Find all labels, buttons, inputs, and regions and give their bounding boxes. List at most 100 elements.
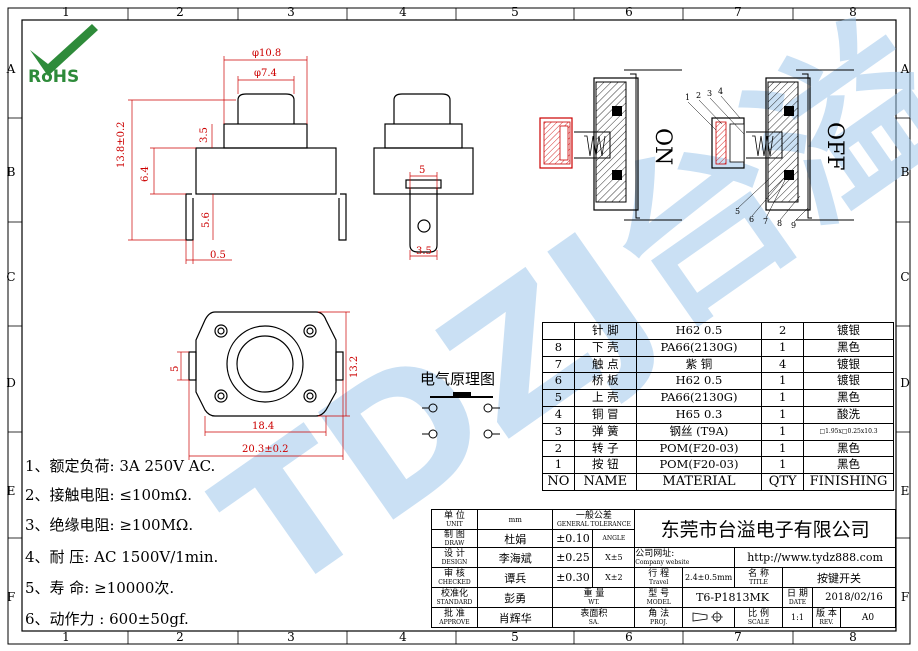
bom-cell-material: PA66(2130G) — [635, 338, 763, 357]
tb-drawn-value: 杜娟 — [476, 529, 554, 548]
dim-diameter-outer: φ10.8 — [252, 48, 281, 59]
grid-col-6: 6 — [625, 5, 633, 19]
bom-cell-finish: □1.95x□0.25x10.3 — [803, 422, 894, 441]
grid-row-a-right: A — [900, 62, 910, 76]
bom-cell-material: 钢丝 (T9A) — [635, 422, 763, 441]
bom-cell-no: 5 — [542, 389, 575, 407]
bom-cell-no: 8 — [542, 338, 575, 357]
bom-cell-qty: 1 — [761, 405, 805, 424]
grid-row-d: D — [6, 376, 16, 390]
bom-cell-name: 桥 板 — [573, 372, 637, 391]
top-dims — [177, 311, 350, 460]
grid-col-8: 8 — [849, 5, 857, 19]
grid-row-f: F — [6, 590, 16, 604]
bom-cell-qty: 4 — [761, 355, 805, 374]
bom-cell-material: MATERIAL — [635, 473, 763, 491]
bom-cell-no: NO — [542, 473, 575, 491]
bom-cell-finish: 镀银 — [803, 372, 894, 391]
callout-1: 1 — [685, 93, 690, 102]
tb-travel-value: 2.4±0.5mm — [682, 567, 736, 588]
dim-pin-slot: 5 — [170, 366, 181, 372]
spec-force: 6、动作力 : 600±50gf. — [25, 610, 189, 628]
grid-col-4-bottom: 4 — [399, 630, 407, 644]
grid-col-7: 7 — [734, 5, 742, 19]
dim-cap-height: 3.5 — [199, 127, 210, 143]
bom-cell-no: 2 — [542, 439, 575, 458]
grid-col-6-bottom: 6 — [625, 630, 633, 644]
grid-col-7-bottom: 7 — [734, 630, 742, 644]
spec-life: 5、寿 命: ≥10000次. — [25, 579, 175, 597]
dim-body-height: 6.4 — [140, 166, 151, 182]
callout-4: 4 — [718, 87, 723, 96]
bom-cell-finish: 镀银 — [803, 322, 894, 340]
tb-design-value: 李海斌 — [476, 547, 554, 568]
grid-row-f-right: F — [900, 590, 910, 604]
tb-approve-value: 肖辉华 — [476, 607, 554, 628]
tb-rev-value: A0 — [839, 607, 897, 628]
bom-cell-no: 4 — [542, 405, 575, 424]
bom-cell-material: 紫 铜 — [635, 355, 763, 374]
spec-load: 1、额定负荷: 3A 250V AC. — [25, 457, 216, 475]
bom-cell-finish: 酸洗 — [803, 405, 894, 424]
side-dims — [409, 172, 438, 260]
grid-col-1-bottom: 1 — [62, 630, 70, 644]
bom-cell-name: 铜 冒 — [573, 405, 637, 424]
bom-cell-name: 触 点 — [573, 355, 637, 374]
section-off — [711, 69, 854, 221]
grid-row-d-right: D — [900, 376, 910, 390]
side-view — [373, 93, 474, 253]
tb-scale-value: 1:1 — [782, 607, 813, 628]
tb-tol-2: ±0.25 — [552, 547, 594, 568]
bom-cell-name: 转 子 — [573, 439, 637, 458]
rohs-text: RoHS — [28, 67, 79, 87]
front-dims — [128, 56, 308, 264]
on-label: ON — [650, 128, 675, 165]
bom-cell-material: POM(F20-03) — [635, 439, 763, 458]
bom-cell-material: H65 0.3 — [635, 405, 763, 424]
front-view — [185, 93, 347, 241]
tb-model-value: T6-P1813MK — [682, 587, 784, 608]
schematic: 电气原理图 — [420, 370, 500, 439]
tb-tol-2-right: X±5 — [592, 547, 636, 568]
tb-tol-3-right: X±2 — [592, 567, 636, 588]
bom-cell-no: 3 — [542, 422, 575, 441]
bom-cell-name: 上 壳 — [573, 389, 637, 407]
dim-pin-tip: 3.5 — [416, 246, 432, 257]
bom-cell-finish: 黑色 — [803, 389, 894, 407]
grid-col-5-bottom: 5 — [511, 630, 519, 644]
top-dim-labels: 5 13.2 18.4 20.3±0.2 — [170, 356, 360, 455]
bom-cell-finish: 镀银 — [803, 355, 894, 374]
grid-ticks — [8, 8, 910, 644]
tb-date-value: 2018/02/16 — [811, 587, 897, 608]
bom-cell-material: POM(F20-03) — [635, 456, 763, 475]
bom-cell-no: 6 — [542, 372, 575, 391]
callout-8: 8 — [777, 219, 782, 228]
grid-col-3: 3 — [287, 5, 295, 19]
bom-cell-no — [542, 322, 575, 340]
callout-2: 2 — [696, 91, 701, 100]
bom-cell-finish: FINISHING — [803, 473, 894, 491]
bom-cell-finish: 黑色 — [803, 338, 894, 357]
tb-standard-value: 彭勇 — [476, 587, 554, 608]
tb-title-value: 按键开关 — [782, 567, 896, 588]
grid-row-b: B — [6, 165, 16, 179]
dim-pin-thickness: 0.5 — [210, 250, 226, 261]
bom-cell-qty: 1 — [761, 372, 805, 391]
